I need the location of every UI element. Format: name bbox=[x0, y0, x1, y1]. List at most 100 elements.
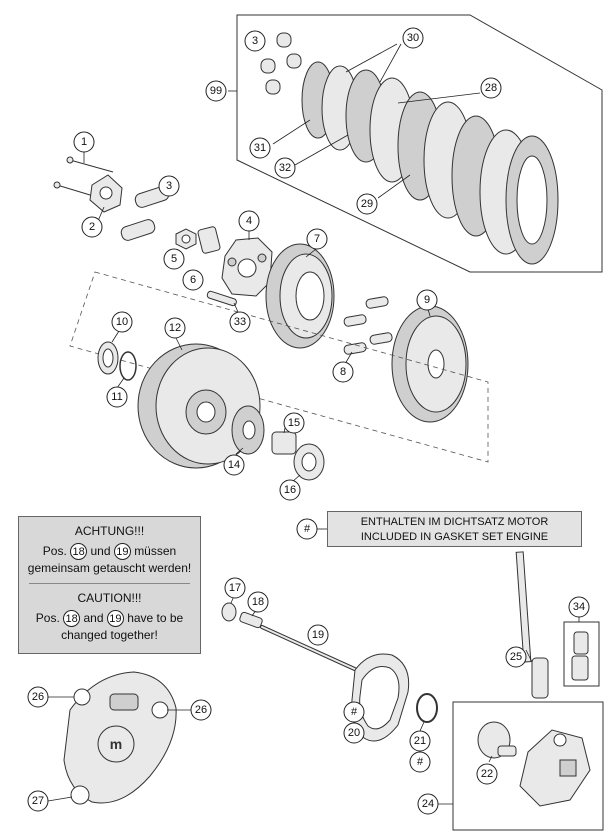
notice-de-line1: Pos. 18 und 19 müssen bbox=[42, 543, 177, 560]
svg-text:17: 17 bbox=[229, 582, 241, 594]
gasket-set-legend: ENTHALTEN IM DICHTSATZ MOTOR INCLUDED IN… bbox=[327, 511, 582, 547]
clutch-cover: m bbox=[63, 671, 177, 805]
notice-en-callout-18: 18 bbox=[63, 610, 81, 627]
release-mechanism-box bbox=[452, 701, 604, 831]
svg-text:24: 24 bbox=[422, 798, 434, 810]
svg-text:22: 22 bbox=[481, 768, 493, 780]
svg-text:31: 31 bbox=[254, 142, 266, 154]
legend-en: INCLUDED IN GASKET SET ENGINE bbox=[360, 531, 549, 543]
damper-springs bbox=[343, 296, 393, 355]
callout-7: 7 bbox=[306, 228, 328, 250]
callout-27: 27 bbox=[27, 790, 49, 812]
svg-text:25: 25 bbox=[510, 651, 522, 663]
svg-text:8: 8 bbox=[340, 366, 346, 378]
callout-19: 19 bbox=[307, 624, 329, 646]
svg-text:3: 3 bbox=[166, 180, 172, 192]
release-piston bbox=[477, 721, 517, 759]
shaft-seal bbox=[221, 602, 237, 622]
circlip bbox=[119, 351, 137, 381]
push-rod-bushing bbox=[239, 611, 263, 629]
callout-1: 1 bbox=[73, 131, 95, 153]
svg-text:3: 3 bbox=[252, 35, 258, 47]
callout-11: 11 bbox=[106, 386, 128, 408]
callout-32: 32 bbox=[274, 157, 296, 179]
svg-text:7: 7 bbox=[314, 233, 320, 245]
svg-text:30: 30 bbox=[407, 32, 419, 44]
svg-text:14: 14 bbox=[228, 459, 240, 471]
clutch-kit-boundary bbox=[236, 14, 603, 273]
callout-4: 4 bbox=[238, 210, 260, 232]
callout-26-left: 26 bbox=[27, 686, 49, 708]
svg-text:m: m bbox=[110, 736, 122, 752]
pressure-pin bbox=[206, 290, 237, 307]
callout-26-right: 26 bbox=[190, 699, 212, 721]
needle-bearing bbox=[271, 431, 297, 455]
svg-text:26: 26 bbox=[195, 704, 207, 716]
svg-text:21: 21 bbox=[414, 735, 426, 747]
callout-hash-20: # bbox=[343, 701, 365, 723]
svg-text:1: 1 bbox=[81, 136, 87, 148]
callout-25: 25 bbox=[505, 646, 527, 668]
callout-3: 3 bbox=[158, 175, 180, 197]
svg-text:9: 9 bbox=[424, 294, 430, 306]
callout-31: 31 bbox=[249, 137, 271, 159]
callout-6: 6 bbox=[182, 269, 204, 291]
callout-17: 17 bbox=[224, 577, 246, 599]
notice-de-title: ACHTUNG!!! bbox=[74, 524, 145, 538]
release-shaft bbox=[515, 551, 549, 699]
callout-hash-21: # bbox=[409, 751, 431, 773]
lock-washer bbox=[197, 226, 221, 254]
svg-text:#: # bbox=[417, 756, 424, 768]
clutch-basket-group-boundary bbox=[69, 271, 489, 463]
svg-text:28: 28 bbox=[485, 82, 497, 94]
callout-3-kit: 3 bbox=[244, 30, 266, 52]
callout-5: 5 bbox=[163, 248, 185, 270]
svg-text:#: # bbox=[351, 706, 358, 718]
clutch-drive-plate bbox=[391, 305, 469, 423]
svg-text:29: 29 bbox=[361, 198, 373, 210]
callout-hash-legend: # bbox=[296, 518, 318, 540]
notice-de-callout-19: 19 bbox=[113, 543, 131, 560]
notice-divider bbox=[29, 583, 190, 584]
callout-34: 34 bbox=[568, 596, 590, 618]
callout-15: 15 bbox=[283, 412, 305, 434]
svg-text:26: 26 bbox=[32, 691, 44, 703]
callout-12: 12 bbox=[164, 317, 186, 339]
kit-springs bbox=[260, 32, 302, 95]
release-housing bbox=[519, 729, 591, 807]
seal-kit-box bbox=[563, 621, 600, 687]
svg-text:34: 34 bbox=[573, 601, 585, 613]
callout-22: 22 bbox=[476, 763, 498, 785]
svg-text:12: 12 bbox=[169, 322, 181, 334]
notice-en-line2: changed together! bbox=[61, 628, 158, 642]
callout-30: 30 bbox=[402, 27, 424, 49]
callout-10: 10 bbox=[111, 311, 133, 333]
callout-24: 24 bbox=[417, 793, 439, 815]
pressure-cap bbox=[221, 237, 273, 297]
svg-text:20: 20 bbox=[348, 727, 360, 739]
callout-2: 2 bbox=[81, 216, 103, 238]
callout-28: 28 bbox=[480, 77, 502, 99]
notice-en-callout-19: 19 bbox=[106, 610, 124, 627]
caution-notice: ACHTUNG!!! Pos. 18 und 19 müssen gemeins… bbox=[18, 516, 201, 654]
legend-de: ENTHALTEN IM DICHTSATZ MOTOR bbox=[360, 516, 549, 528]
callout-8: 8 bbox=[332, 361, 354, 383]
svg-text:27: 27 bbox=[32, 795, 44, 807]
svg-text:5: 5 bbox=[171, 253, 177, 265]
callout-21: 21 bbox=[409, 730, 431, 752]
callout-33: 33 bbox=[229, 311, 251, 333]
svg-text:18: 18 bbox=[252, 596, 264, 608]
svg-text:11: 11 bbox=[111, 391, 122, 403]
svg-text:2: 2 bbox=[89, 221, 95, 233]
callout-18: 18 bbox=[247, 591, 269, 613]
notice-en-title: CAUTION!!! bbox=[77, 591, 142, 605]
svg-text:32: 32 bbox=[279, 162, 291, 174]
clutch-disc-stack bbox=[301, 61, 559, 265]
callout-9: 9 bbox=[416, 289, 438, 311]
notice-de-line2: gemeinsam getauscht werden! bbox=[27, 561, 192, 575]
notice-de-callout-18: 18 bbox=[70, 543, 88, 560]
svg-text:#: # bbox=[304, 523, 311, 535]
svg-text:15: 15 bbox=[288, 417, 300, 429]
svg-text:16: 16 bbox=[284, 484, 296, 496]
